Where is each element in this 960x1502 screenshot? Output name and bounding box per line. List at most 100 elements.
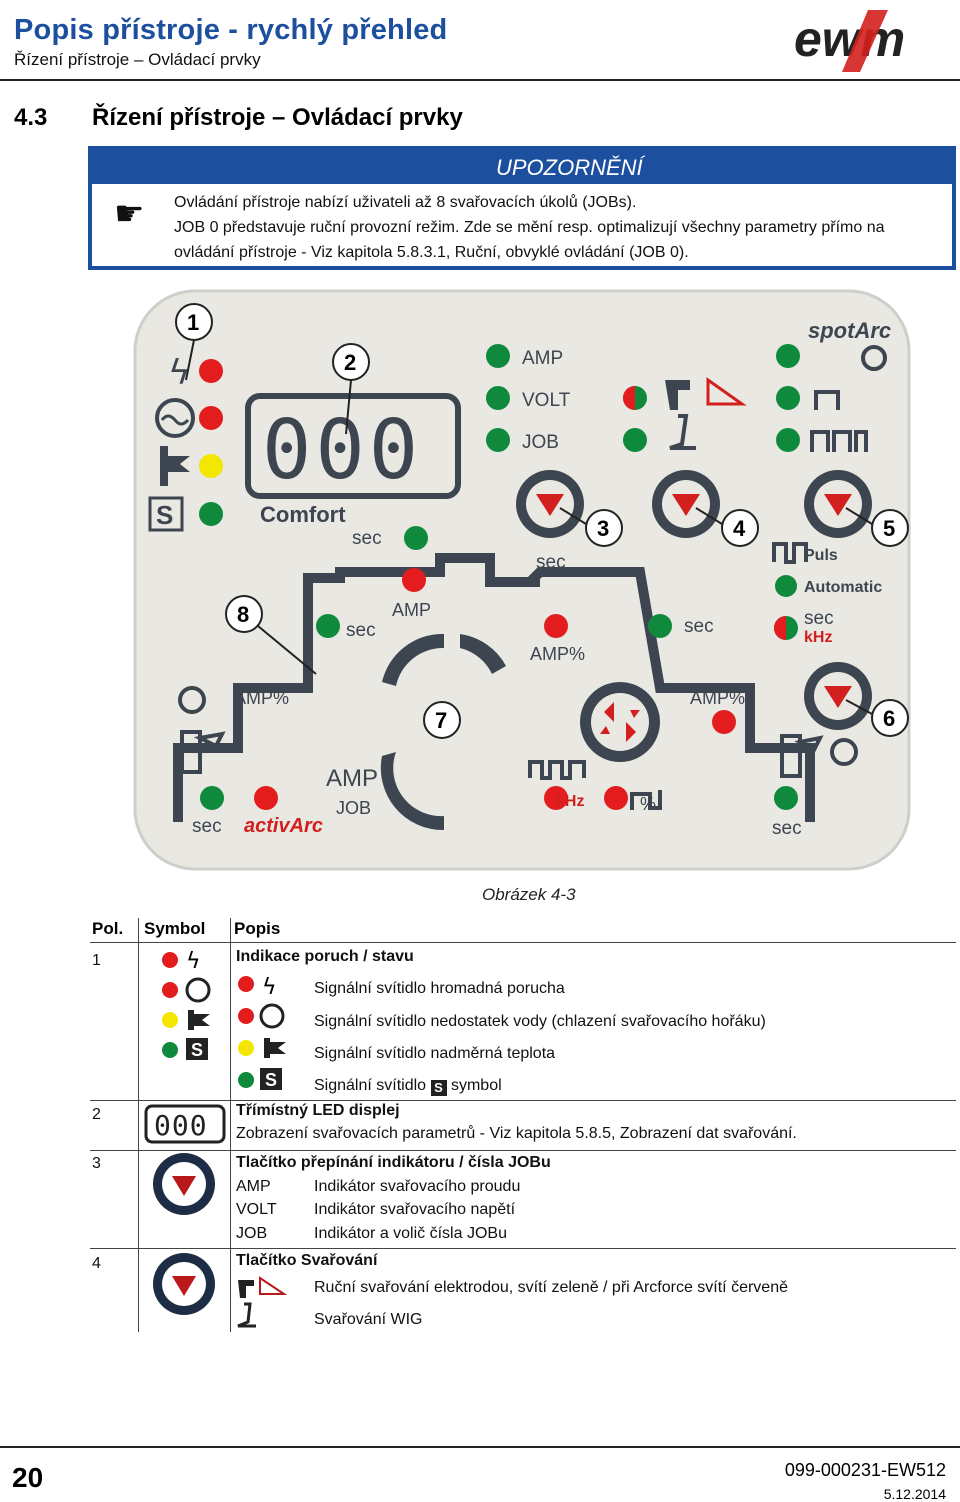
svg-text:3: 3: [597, 516, 609, 541]
svg-text:2: 2: [344, 350, 356, 375]
led-automatic: [775, 575, 797, 597]
svg-text:activArc: activArc: [244, 815, 323, 837]
note-box: UPOZORNĚNÍ ☛ Ovládání přístroje nabízí u…: [88, 146, 956, 270]
row1-item: Signální svítidlo nadměrná teplota: [314, 1045, 556, 1062]
led-up-sec: [404, 526, 428, 550]
led-tig: [623, 428, 647, 452]
led-job: [486, 428, 510, 452]
svg-text:7: 7: [435, 708, 447, 733]
row1-item: Signální svítidlo nedostatek vody (chlaz…: [314, 1013, 766, 1030]
encoder-scale: [380, 633, 506, 831]
led-display: [245, 393, 461, 499]
control-panel: ϟ S 1 000 Comfort 2 AMP VOLT JOB spotArc: [133, 289, 911, 871]
arcforce-icon: [706, 377, 747, 406]
svg-text:JOB: JOB: [522, 432, 559, 453]
page-number: 20: [12, 1462, 44, 1493]
led-upslope: [316, 614, 340, 638]
process-curve: [173, 553, 815, 822]
row4-button-symbol: [153, 1253, 215, 1315]
callout-7: [423, 701, 461, 739]
callout-8: [225, 595, 263, 633]
row4-pos: 4: [92, 1255, 101, 1272]
row4-item: Svařování WIG: [314, 1311, 423, 1328]
svg-text:5: 5: [883, 516, 895, 541]
figure-caption: Obrázek 4-3: [482, 885, 576, 904]
row-divider: [90, 1150, 956, 1151]
led-water: [199, 406, 223, 430]
row4-item: Ruční svařování elektrodou, svítí zeleně…: [314, 1279, 788, 1296]
svg-text:AMP: AMP: [392, 600, 431, 620]
cycle-button: [580, 682, 660, 762]
row3-value: Indikátor svařovacího proudu: [314, 1178, 521, 1195]
svg-text:kHz: kHz: [556, 793, 584, 810]
balance-icon: [630, 790, 662, 810]
led-khz: [544, 786, 568, 810]
display-digits: 000: [262, 403, 422, 498]
svg-text:sec: sec: [772, 818, 802, 839]
pulse-khz-icon: [528, 760, 586, 780]
electrode-icon: [665, 380, 690, 410]
svg-text:4: 4: [733, 516, 746, 541]
svg-text:sec: sec: [352, 528, 382, 549]
row-divider: [90, 1100, 956, 1101]
row1-item: Signální svítidlo S symbol: [314, 1077, 502, 1096]
col-header-symbol: Symbol: [144, 919, 206, 938]
callout-3: [585, 509, 623, 547]
svg-text:8: 8: [237, 602, 249, 627]
svg-text:AMP: AMP: [326, 765, 378, 792]
pulse-icon: [772, 542, 808, 564]
document-number: 099-000231-EW512: [784, 1460, 946, 1480]
led-pre-flow: [200, 786, 224, 810]
led-2-cycle: [776, 386, 800, 410]
gas-postflow-clock-icon: [830, 738, 858, 766]
pointing-hand-icon: ☛: [114, 195, 145, 233]
four-cycle-icon: [810, 430, 868, 452]
button-pulse: [804, 662, 872, 730]
svg-text:Puls: Puls: [804, 547, 838, 564]
button-operating-mode: [804, 470, 872, 538]
tig-torch-icon: [669, 414, 696, 450]
page-subtitle: Řízení přístroje – Ovládací prvky: [14, 50, 261, 69]
svg-text:sec: sec: [684, 616, 714, 637]
row3-pos: 3: [92, 1155, 101, 1172]
row3-value: Indikátor svařovacího napětí: [314, 1201, 516, 1218]
row1-title: Indikace poruch / stavu: [236, 948, 414, 965]
section-number: 4.3: [14, 104, 48, 131]
svg-text:000: 000: [154, 1109, 208, 1142]
section-title: Řízení přístroje – Ovládací prvky: [92, 104, 463, 131]
led-amp: [486, 344, 510, 368]
col-header-desc: Popis: [234, 919, 281, 938]
note-line: ovládání přístroje - Viz kapitola 5.8.3.…: [174, 244, 689, 261]
led-fault: [199, 359, 223, 383]
svg-text:AMP%: AMP%: [234, 688, 289, 708]
led-s-symbol: [199, 502, 223, 526]
led-volt: [486, 386, 510, 410]
svg-text:AMP: AMP: [522, 348, 563, 369]
gas-cylinder-icon: [180, 730, 226, 774]
note-line: Ovládání přístroje nabízí uživateli až 8…: [174, 194, 637, 211]
row3-key: VOLT: [236, 1201, 277, 1218]
row3-button-symbol: [153, 1153, 215, 1215]
note-label: UPOZORNĚNÍ: [496, 155, 643, 180]
comfort-label: Comfort: [260, 502, 346, 527]
svg-text:Automatic: Automatic: [804, 579, 882, 596]
gas-preflow-clock-icon: [178, 686, 206, 714]
svg-text:ϟ: ϟ: [186, 949, 201, 974]
row2-pos: 2: [92, 1106, 101, 1123]
svg-text:AMP%: AMP%: [690, 688, 745, 708]
gas-cylinder-icon-right: [780, 734, 824, 778]
led-end-current: [712, 710, 736, 734]
svg-text:ϟ: ϟ: [168, 353, 190, 393]
svg-text:sec: sec: [346, 620, 376, 641]
two-cycle-icon: [814, 390, 840, 410]
svg-text:JOB: JOB: [336, 798, 371, 818]
clock-icon: [861, 345, 887, 371]
svg-text:ϟ: ϟ: [262, 975, 277, 1000]
svg-text:1: 1: [187, 310, 199, 335]
svg-text:spotArc: spotArc: [808, 318, 891, 343]
fault-icon: ϟ: [168, 353, 190, 393]
svg-text:VOLT: VOLT: [522, 390, 571, 411]
row4-title: Tlačítko Svařování: [236, 1252, 378, 1269]
row1-item-symbols: ϟ S: [238, 975, 286, 1090]
footer-divider: [0, 1446, 960, 1448]
